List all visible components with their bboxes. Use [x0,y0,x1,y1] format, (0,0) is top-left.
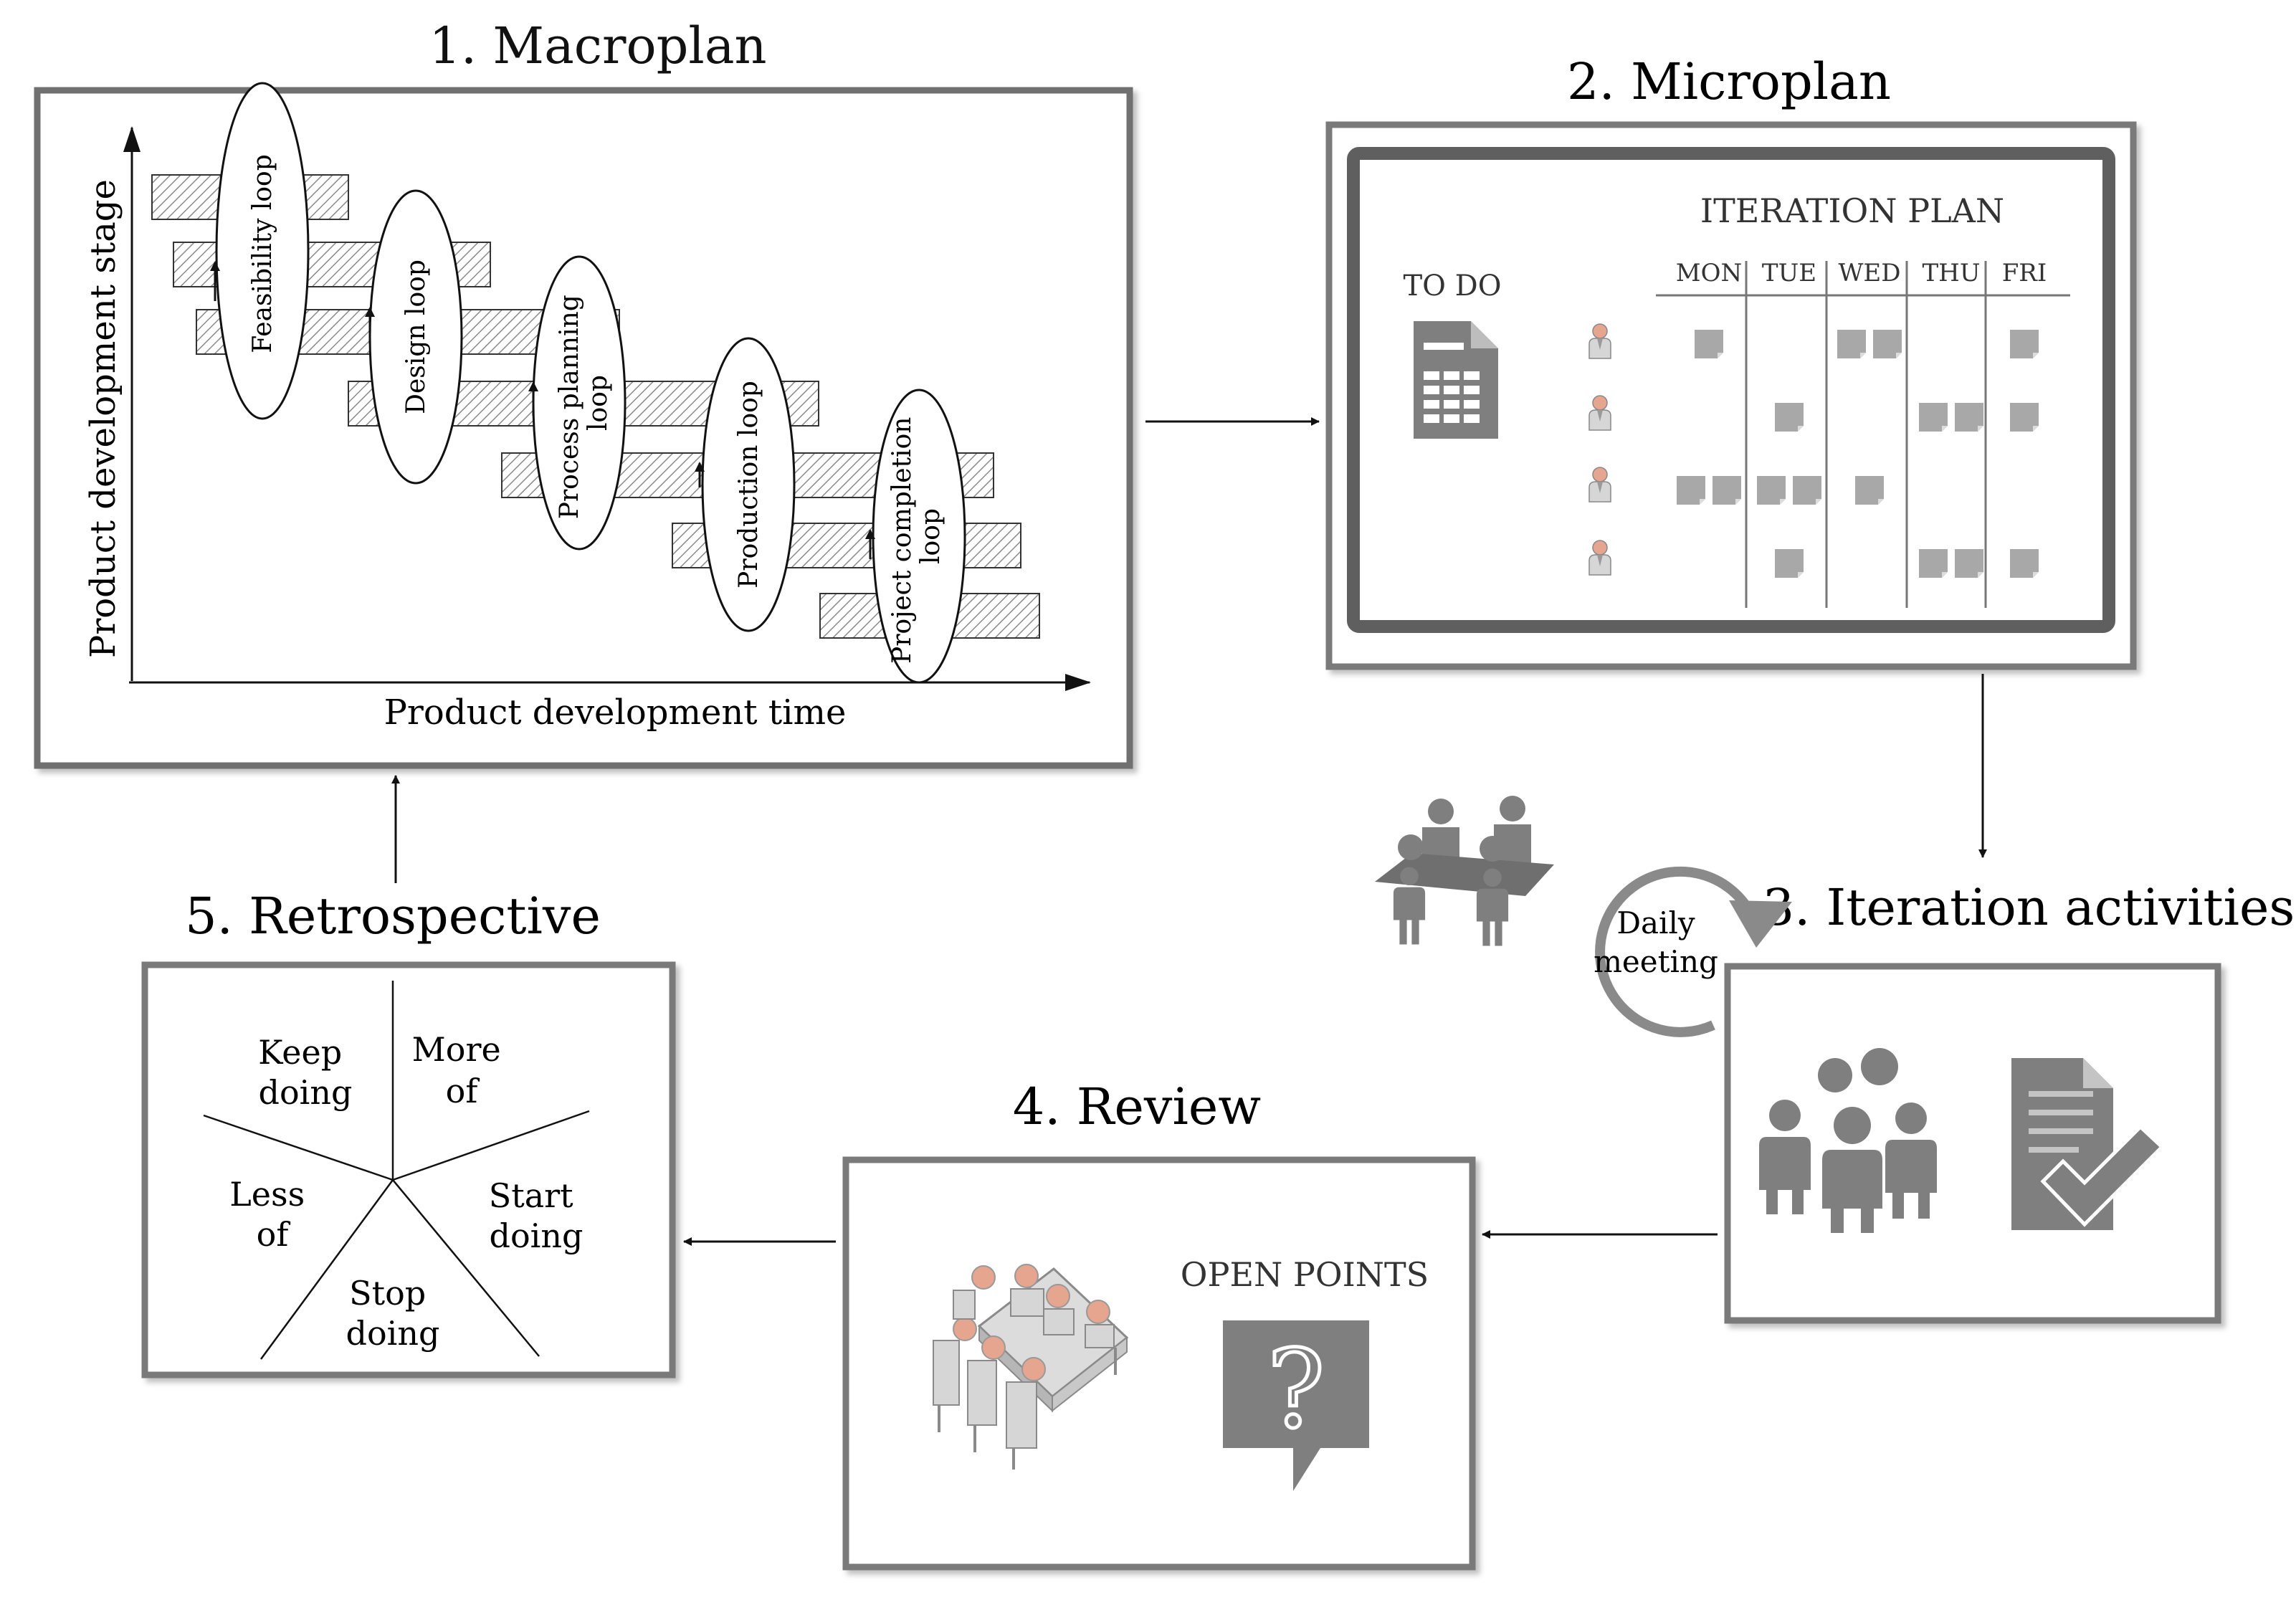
retrospective-stage: 5. Retrospective Keep doing More of Star… [141,887,676,1378]
y-axis-label: Product development stage [83,179,123,658]
sector-keep-doing-line2: doing [259,1073,353,1112]
sticky-note [2010,330,2039,358]
sticky-note [1837,330,1866,358]
sticky-note [1677,476,1705,505]
sticky-note [1775,549,1804,578]
board-title: ITERATION PLAN [1700,191,2004,230]
loop-design: Design loop [365,189,463,485]
day-header-tue: TUE [1762,259,1816,287]
loop-production: Production loop [695,337,796,632]
retrospective-pentagon-lines [203,981,590,1360]
day-headers: MON TUE WED THU FRI [1676,259,2047,287]
retrospective-sectors: Keep doing More of Start doing Stop doin… [229,1030,583,1353]
day-header-mon: MON [1676,259,1742,287]
x-axis-label: Product development time [384,692,847,733]
sector-start-doing-line1: Start [489,1176,573,1215]
open-points-label: OPEN POINTS [1181,1255,1429,1294]
question-mark-icon: ? [1267,1328,1325,1452]
loop-label-line2: loop [916,508,945,564]
meeting-room-icon [933,1264,1129,1470]
sticky-note [1855,476,1884,505]
retrospective-frame [141,961,676,1378]
question-bubble-icon: ? [1223,1320,1369,1491]
loop-label-line1: Project completion [887,417,917,664]
sector-more-of: More of [412,1030,512,1110]
loop-label: Design loop [401,259,431,414]
cycle-arrow-icon [1729,900,1792,948]
approved-document-icon [2011,1058,2165,1230]
sector-less-of: Less of [229,1175,315,1254]
microplan-title: 2. Microplan [1567,52,1891,111]
sector-more-of-line1: More [412,1030,501,1069]
sticky-note [1775,403,1804,432]
sticky-note [1695,330,1723,358]
sticky-note [1793,476,1821,505]
sector-start-doing-line2: doing [490,1216,583,1255]
todo-label: TO DO [1403,270,1501,303]
sticky-note [1757,476,1786,505]
loop-label-line1: Process planning [555,295,584,519]
svg-text:Process planning loop: Process planning loop [555,287,613,520]
loop-label: Feasibility loop [248,154,277,353]
loop-label-line2: loop [583,375,613,431]
day-header-thu: THU [1923,259,1981,287]
loop-feasibility: Feasibility loop [210,82,310,420]
daily-meeting-cycle: Daily meeting [1594,866,1792,1037]
loop-process-planning: Process planning loop [528,255,627,551]
daily-meeting-line1: Daily [1616,905,1695,940]
sticky-note [1873,330,1902,358]
loop-project-completion: Project completion loop [865,389,966,684]
sector-stop-doing-line1: Stop [349,1274,426,1313]
iteration-stage: 3. Iteration activities Daily meeting [1375,796,2295,1324]
microplan-stage: 2. Microplan ITERATION PLAN TO DO MON TU… [1325,52,2137,670]
review-title: 4. Review [1013,1077,1261,1136]
sector-less-of-line1: Less [229,1175,305,1214]
svg-text:Project completion loo: Project completion loop [887,409,945,664]
sector-stop-doing: Stop doing [346,1274,440,1353]
sticky-note [2010,549,2039,578]
sector-more-of-line2: of [446,1072,480,1110]
day-header-wed: WED [1838,259,1900,287]
sector-keep-doing-line1: Keep [258,1033,342,1072]
sticky-note [1919,549,1948,578]
review-stage: 4. Review [842,1077,1476,1571]
sticky-note [2010,403,2039,432]
sticky-note [1919,403,1948,432]
sticky-note [1955,549,1983,578]
team-group-icon [1759,1048,1937,1233]
macroplan-title: 1. Macroplan [429,16,766,75]
day-header-fri: FRI [2002,259,2047,287]
daily-meeting-line2: meeting [1594,944,1718,979]
iteration-board [1347,147,2115,633]
sticky-note [1955,403,1983,432]
iteration-title: 3. Iteration activities [1763,878,2295,937]
meeting-table-icon [1375,796,1554,946]
macroplan-stage: 1. Macroplan Product development stage P… [34,16,1133,769]
sector-keep-doing: Keep doing [258,1033,353,1112]
sector-stop-doing-line2: doing [346,1314,440,1353]
retrospective-title: 5. Retrospective [185,887,601,946]
sector-less-of-line2: of [257,1215,291,1254]
loop-label: Production loop [734,381,763,589]
sticky-note [1713,476,1741,505]
board-grid [1656,261,2070,608]
sector-start-doing: Start doing [489,1176,584,1255]
todo-sheet-icon [1414,321,1498,439]
